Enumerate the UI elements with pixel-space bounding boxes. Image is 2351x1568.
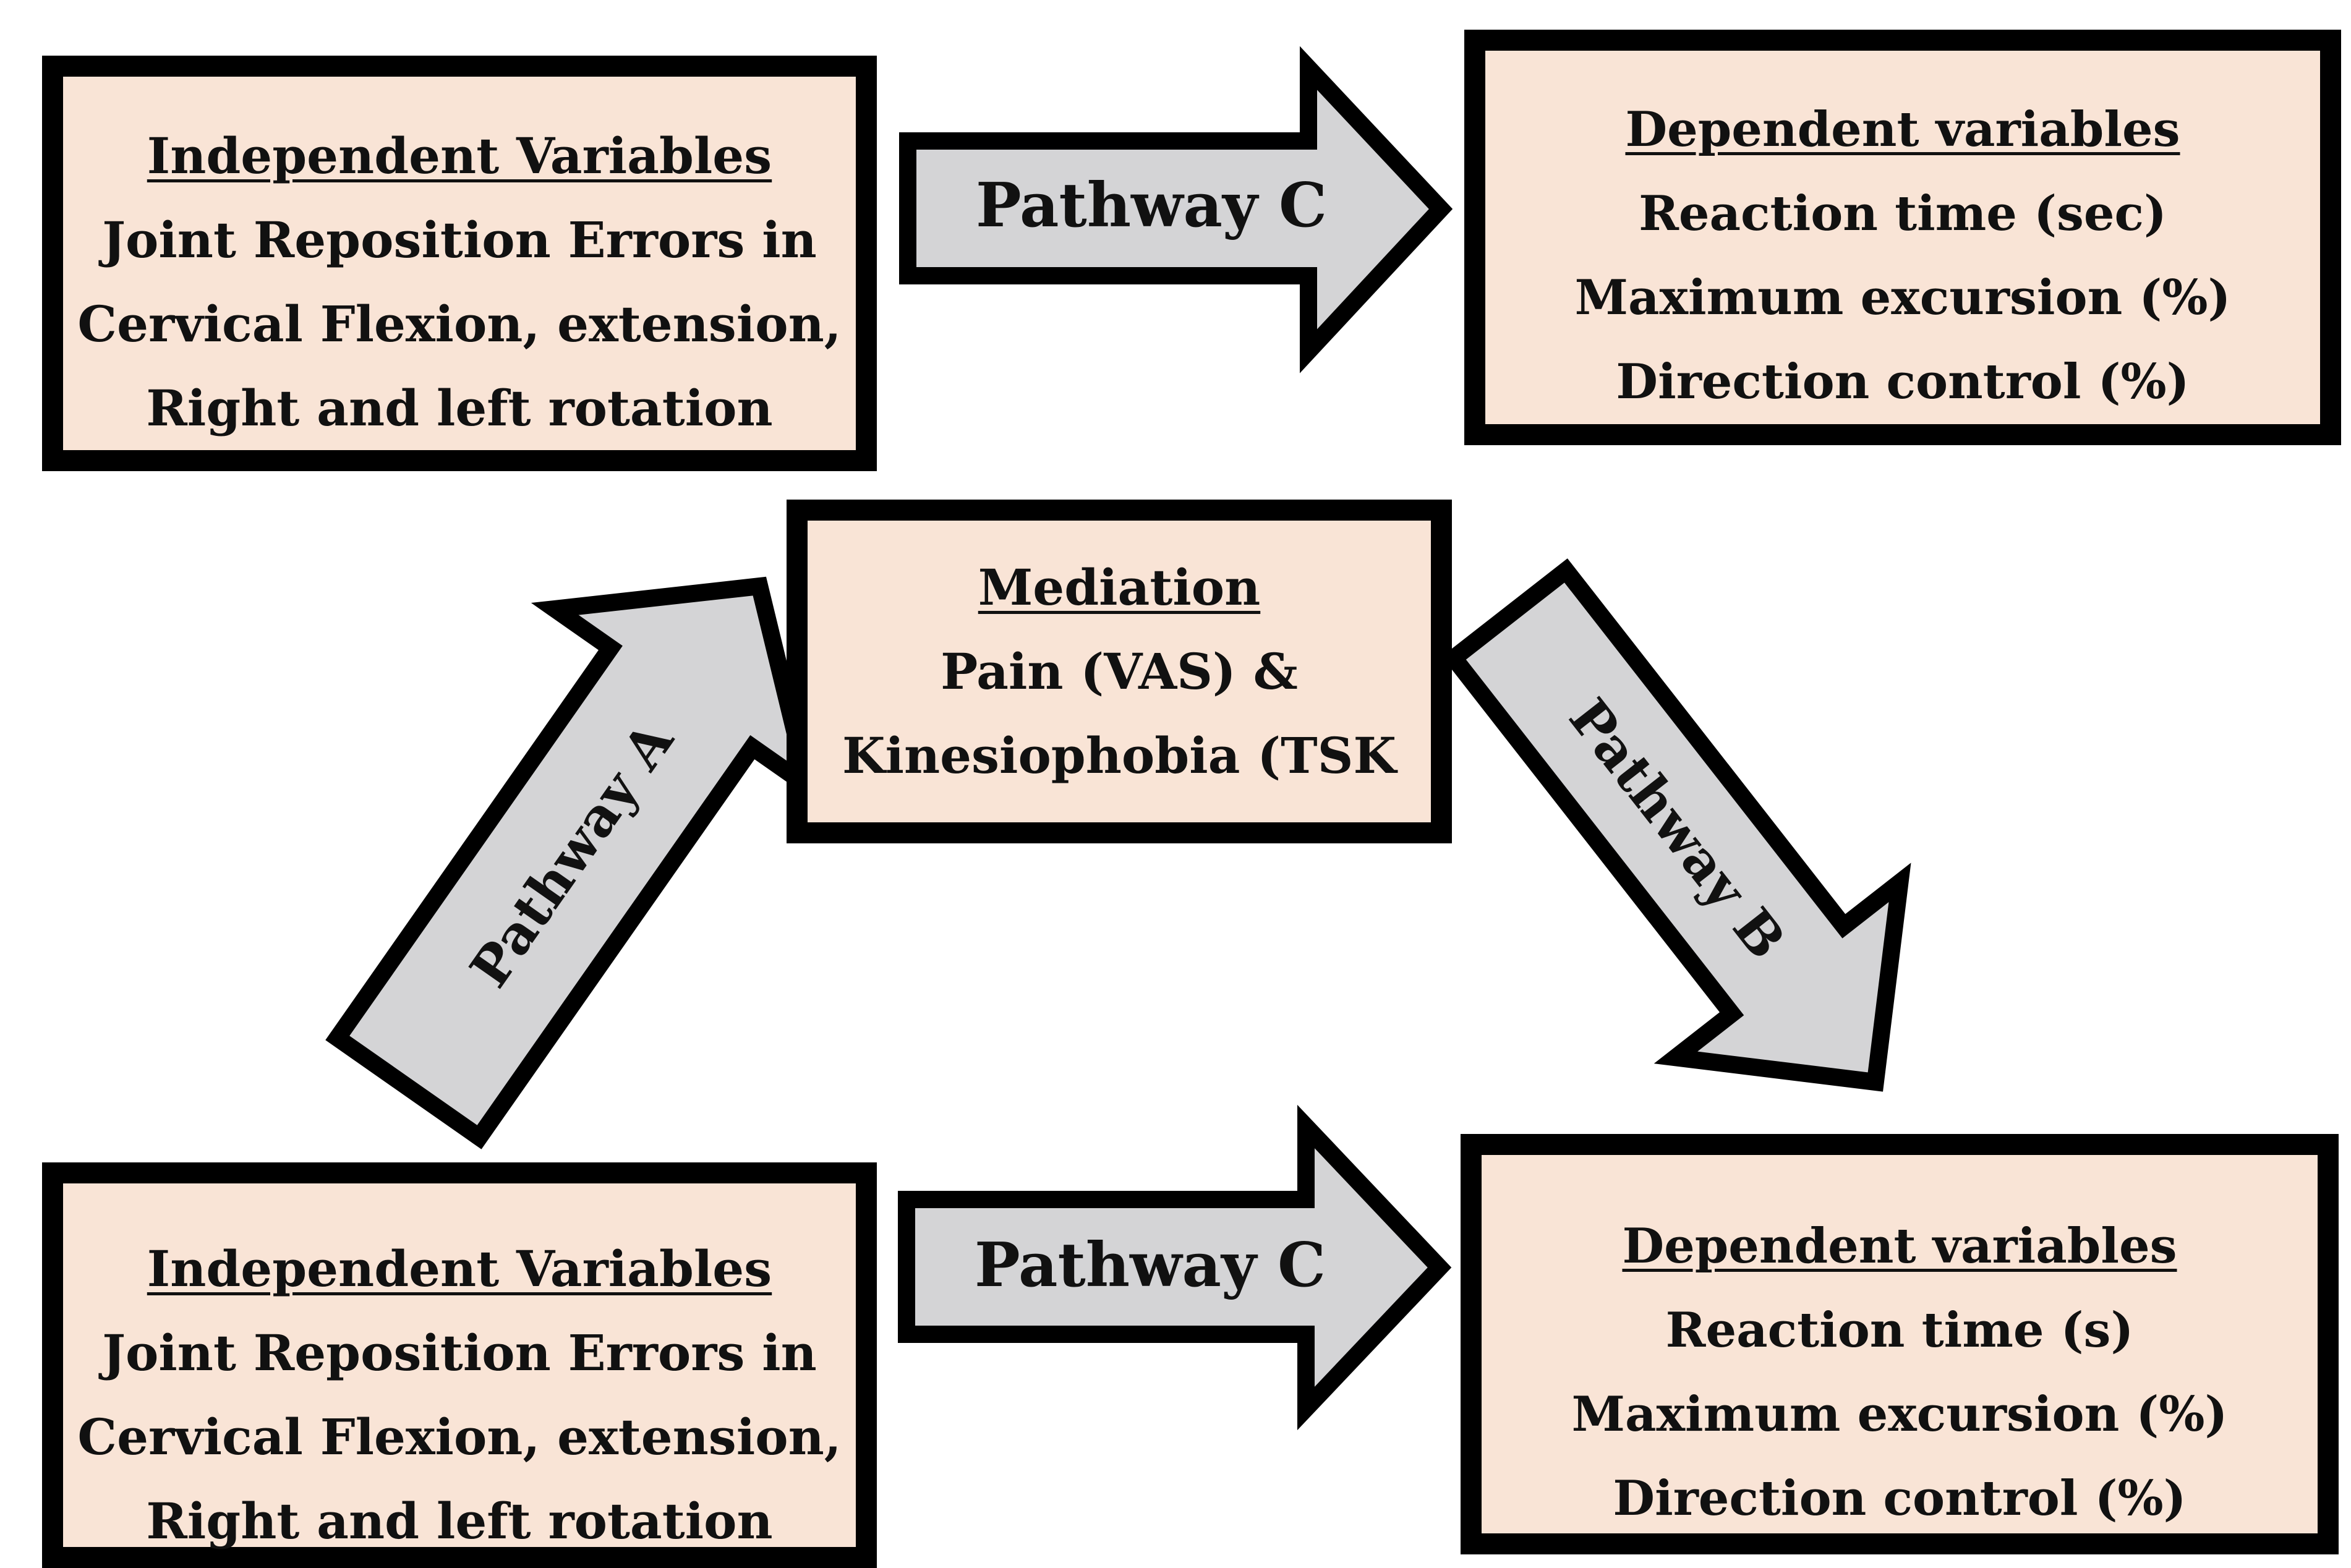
mediation-line: Kinesiophobia (TSK <box>842 726 1396 785</box>
independent-variables-line: Cervical Flexion, extension, <box>77 295 842 353</box>
mediation-heading: Mediation <box>978 558 1261 616</box>
dependent-variables-line: Maximum excursion (%) <box>1571 1386 2228 1442</box>
pathway-c-label-bottom: Pathway C <box>975 1230 1326 1301</box>
independent-variables-line: Joint Reposition Errors in <box>102 1324 817 1382</box>
pathway-a-arrow: Pathway A <box>325 576 822 1149</box>
dependent-variables-line: Direction control (%) <box>1613 1470 2187 1527</box>
independent-variables-line: Cervical Flexion, extension, <box>77 1408 842 1466</box>
mediation-line: Pain (VAS) & <box>941 642 1298 701</box>
independent-variables-line: Joint Reposition Errors in <box>102 211 817 269</box>
dependent-variables-heading: Dependent variables <box>1625 101 2180 158</box>
pathway-b-arrow: Pathway B <box>1441 558 1911 1092</box>
independent-variables-heading: Independent Variables <box>147 127 772 185</box>
dependent-variables-heading: Dependent variables <box>1622 1218 2177 1274</box>
pathway-c-arrow-top: Pathway C <box>899 46 1453 373</box>
independent-variables-line: Right and left rotation <box>146 1492 773 1550</box>
dependent-variables-line: Reaction time (s) <box>1665 1302 2134 1358</box>
dependent-variables-line: Direction control (%) <box>1616 354 2190 410</box>
mediation-box: Mediation Pain (VAS) & Kinesiophobia (TS… <box>787 500 1452 843</box>
dependent-variables-box-bottom: Dependent variables Reaction time (s) Ma… <box>1461 1134 2339 1554</box>
independent-variables-heading: Independent Variables <box>147 1240 772 1298</box>
dependent-variables-line: Maximum excursion (%) <box>1574 270 2231 326</box>
dependent-variables-box-top: Dependent variables Reaction time (sec) … <box>1464 30 2341 445</box>
dependent-variables-line: Reaction time (sec) <box>1639 185 2167 242</box>
independent-variables-line: Right and left rotation <box>146 379 773 437</box>
independent-variables-box-top: Independent Variables Joint Reposition E… <box>42 56 877 471</box>
independent-variables-box-bottom: Independent Variables Joint Reposition E… <box>42 1162 877 1568</box>
pathway-c-label-top: Pathway C <box>976 170 1327 241</box>
pathway-c-arrow-bottom: Pathway C <box>898 1104 1452 1431</box>
